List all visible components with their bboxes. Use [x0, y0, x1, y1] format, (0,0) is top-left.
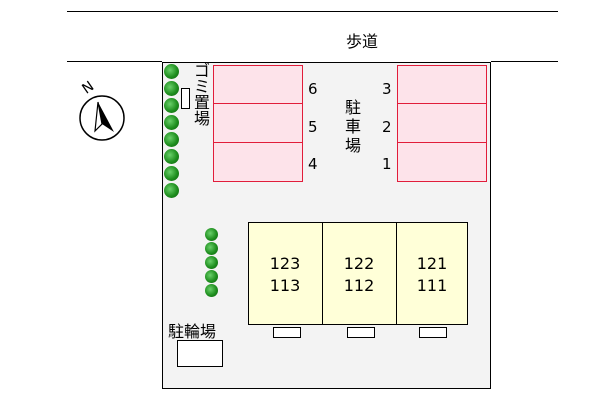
- parking-label-char: 車: [344, 117, 361, 136]
- parking-number-6: 6: [308, 80, 318, 98]
- parking-number-3: 3: [382, 80, 392, 98]
- parking-label-char: 駐: [344, 98, 361, 117]
- entrance-step: [347, 327, 375, 338]
- building-unit-block-1: [248, 222, 323, 325]
- parking-space-1: [397, 142, 487, 182]
- unit-number: 113: [269, 276, 301, 295]
- unit-label-column-2: 122 112: [322, 253, 396, 297]
- tree-icon: [164, 98, 179, 113]
- garbage-label-char: 場: [193, 109, 210, 128]
- tree-icon: [205, 256, 218, 269]
- unit-number: 111: [416, 276, 448, 295]
- garbage-station-box: [181, 88, 190, 109]
- tree-icon: [164, 132, 179, 147]
- tree-icon: [164, 149, 179, 164]
- north-arrow-icon: [74, 90, 130, 146]
- parking-space-6: [213, 65, 303, 104]
- tree-icon: [205, 228, 218, 241]
- unit-number: 112: [343, 276, 375, 295]
- parking-space-5: [213, 103, 303, 143]
- unit-number: 121: [416, 254, 448, 273]
- parking-space-3: [397, 65, 487, 104]
- parking-number-4: 4: [308, 155, 318, 173]
- road-bottom-line-left: [67, 61, 162, 62]
- garbage-label-char: 置: [193, 93, 210, 112]
- garbage-label-char: ゴ: [193, 61, 210, 80]
- tree-icon: [164, 115, 179, 130]
- tree-icon: [205, 270, 218, 283]
- parking-space-4: [213, 142, 303, 182]
- unit-label-column-3: 121 111: [395, 253, 469, 297]
- parking-number-2: 2: [382, 118, 392, 136]
- unit-label-column-1: 123 113: [248, 253, 322, 297]
- parking-number-5: 5: [308, 118, 318, 136]
- road-bottom-line-right: [491, 61, 558, 62]
- parking-lot-label: 駐 車 場: [344, 98, 362, 155]
- tree-icon: [164, 81, 179, 96]
- entrance-step: [419, 327, 447, 338]
- tree-icon: [164, 183, 179, 198]
- unit-number: 122: [343, 254, 375, 273]
- tree-icon: [205, 284, 218, 297]
- bicycle-parking-label: 駐輪場: [168, 322, 217, 341]
- road-top-line: [67, 11, 558, 12]
- entrance-step: [273, 327, 301, 338]
- parking-number-1: 1: [382, 155, 392, 173]
- garbage-station-label: ゴ ミ 置 場: [193, 63, 211, 127]
- garbage-label-char: ミ: [193, 77, 210, 96]
- parking-space-2: [397, 103, 487, 143]
- sidewalk-label: 歩道: [346, 32, 379, 51]
- building-unit-block-3: [396, 222, 468, 325]
- bicycle-parking-area: [177, 340, 223, 367]
- tree-icon: [205, 242, 218, 255]
- tree-icon: [164, 166, 179, 181]
- parking-label-char: 場: [344, 136, 361, 155]
- tree-icon: [164, 64, 179, 79]
- unit-number: 123: [269, 254, 301, 273]
